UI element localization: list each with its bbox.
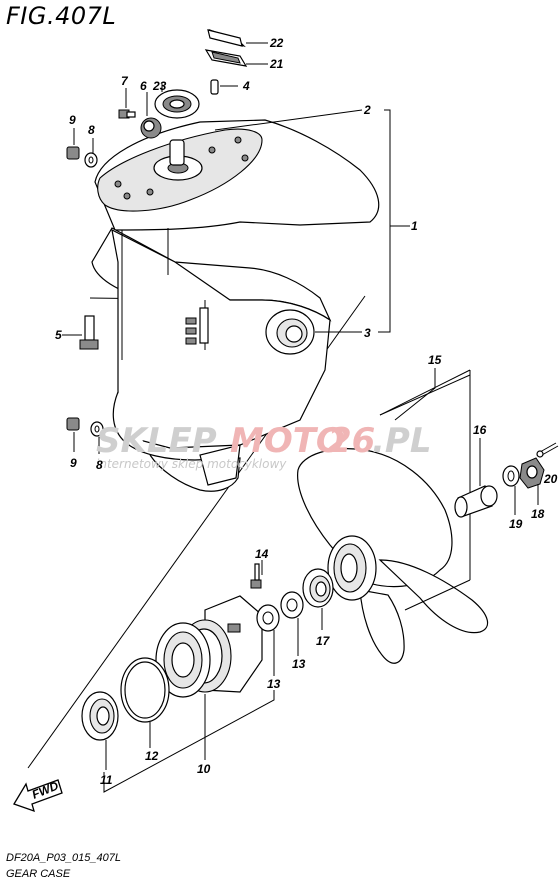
callout-7: 7 — [121, 74, 129, 88]
washer-8-lower — [90, 421, 104, 437]
cotter-pin-20 — [536, 442, 559, 458]
callout-10: 10 — [197, 762, 211, 776]
callout-9-lower: 9 — [70, 456, 77, 470]
callout-3: 3 — [364, 326, 371, 340]
bolt-9-lower — [66, 417, 80, 431]
dowel-pin-4 — [210, 79, 219, 95]
nut-18 — [519, 457, 545, 489]
shaft-housing-10 — [155, 595, 263, 698]
footer-caption: GEAR CASE — [6, 868, 71, 880]
callout-20: 20 — [543, 472, 558, 486]
watermark: SKLEP MOTO 26 .PL internetowy sklep moto… — [96, 421, 432, 471]
watermark-brand-b: MOTO — [230, 421, 345, 461]
o-ring-12 — [120, 657, 170, 723]
leader-15 — [394, 368, 436, 421]
bolt-7 — [118, 109, 136, 119]
watermark-brand-d: .PL — [372, 421, 432, 461]
callout-14: 14 — [255, 547, 269, 561]
callout-13-a: 13 — [267, 677, 281, 691]
leader-15-bottom — [404, 579, 471, 611]
bearing-23 — [154, 89, 200, 119]
footer-code: DF20A_P03_015_407L — [6, 852, 121, 864]
callout-9-upper: 9 — [69, 113, 76, 127]
bottom-bracket — [103, 690, 275, 793]
anode-21 — [204, 49, 248, 67]
figure-title: FIG.407L — [6, 2, 117, 30]
oil-seal-11 — [81, 691, 119, 741]
callout-21: 21 — [269, 57, 284, 71]
bolt-14 — [250, 563, 262, 589]
plug-6 — [140, 117, 162, 139]
oil-seal-13-b — [280, 591, 304, 619]
propeller-15 — [297, 448, 489, 664]
washer-19 — [502, 465, 520, 487]
watermark-brand-c: 26 — [328, 421, 375, 461]
callout-16: 16 — [473, 423, 487, 437]
washer-8-upper — [84, 152, 98, 168]
watermark-tagline: internetowy sklep motocyklowy — [96, 457, 287, 471]
bolt-5 — [79, 315, 99, 350]
anode-22 — [207, 28, 246, 48]
callout-2: 2 — [363, 103, 371, 117]
fwd-arrow — [13, 779, 63, 813]
leader-15b — [379, 369, 471, 416]
callout-12: 12 — [145, 749, 159, 763]
callout-8-lower: 8 — [96, 458, 103, 472]
bolt-9-upper — [66, 146, 80, 160]
bracket-1-3 — [378, 109, 391, 333]
callout-18: 18 — [531, 507, 545, 521]
callout-22: 22 — [269, 36, 284, 50]
gear-case-housing — [91, 119, 380, 492]
callout-8-upper: 8 — [88, 123, 95, 137]
callout-13-b: 13 — [292, 657, 306, 671]
callout-6: 6 — [140, 79, 147, 93]
watermark-brand-a: SKLEP — [96, 421, 217, 461]
callout-19: 19 — [509, 517, 523, 531]
bearing-17 — [302, 568, 334, 608]
leader-2 — [214, 109, 363, 131]
oil-seal-13-a — [256, 604, 280, 632]
callout-17: 17 — [316, 634, 331, 648]
callout-11: 11 — [100, 773, 113, 787]
callout-15: 15 — [428, 353, 442, 367]
callout-5: 5 — [55, 328, 62, 342]
callout-4: 4 — [242, 79, 250, 93]
leader-15c — [379, 374, 471, 416]
callout-23: 23 — [152, 79, 167, 93]
spacer-16 — [454, 485, 498, 518]
oil-seal-3 — [265, 309, 315, 355]
callout-1: 1 — [411, 219, 418, 233]
